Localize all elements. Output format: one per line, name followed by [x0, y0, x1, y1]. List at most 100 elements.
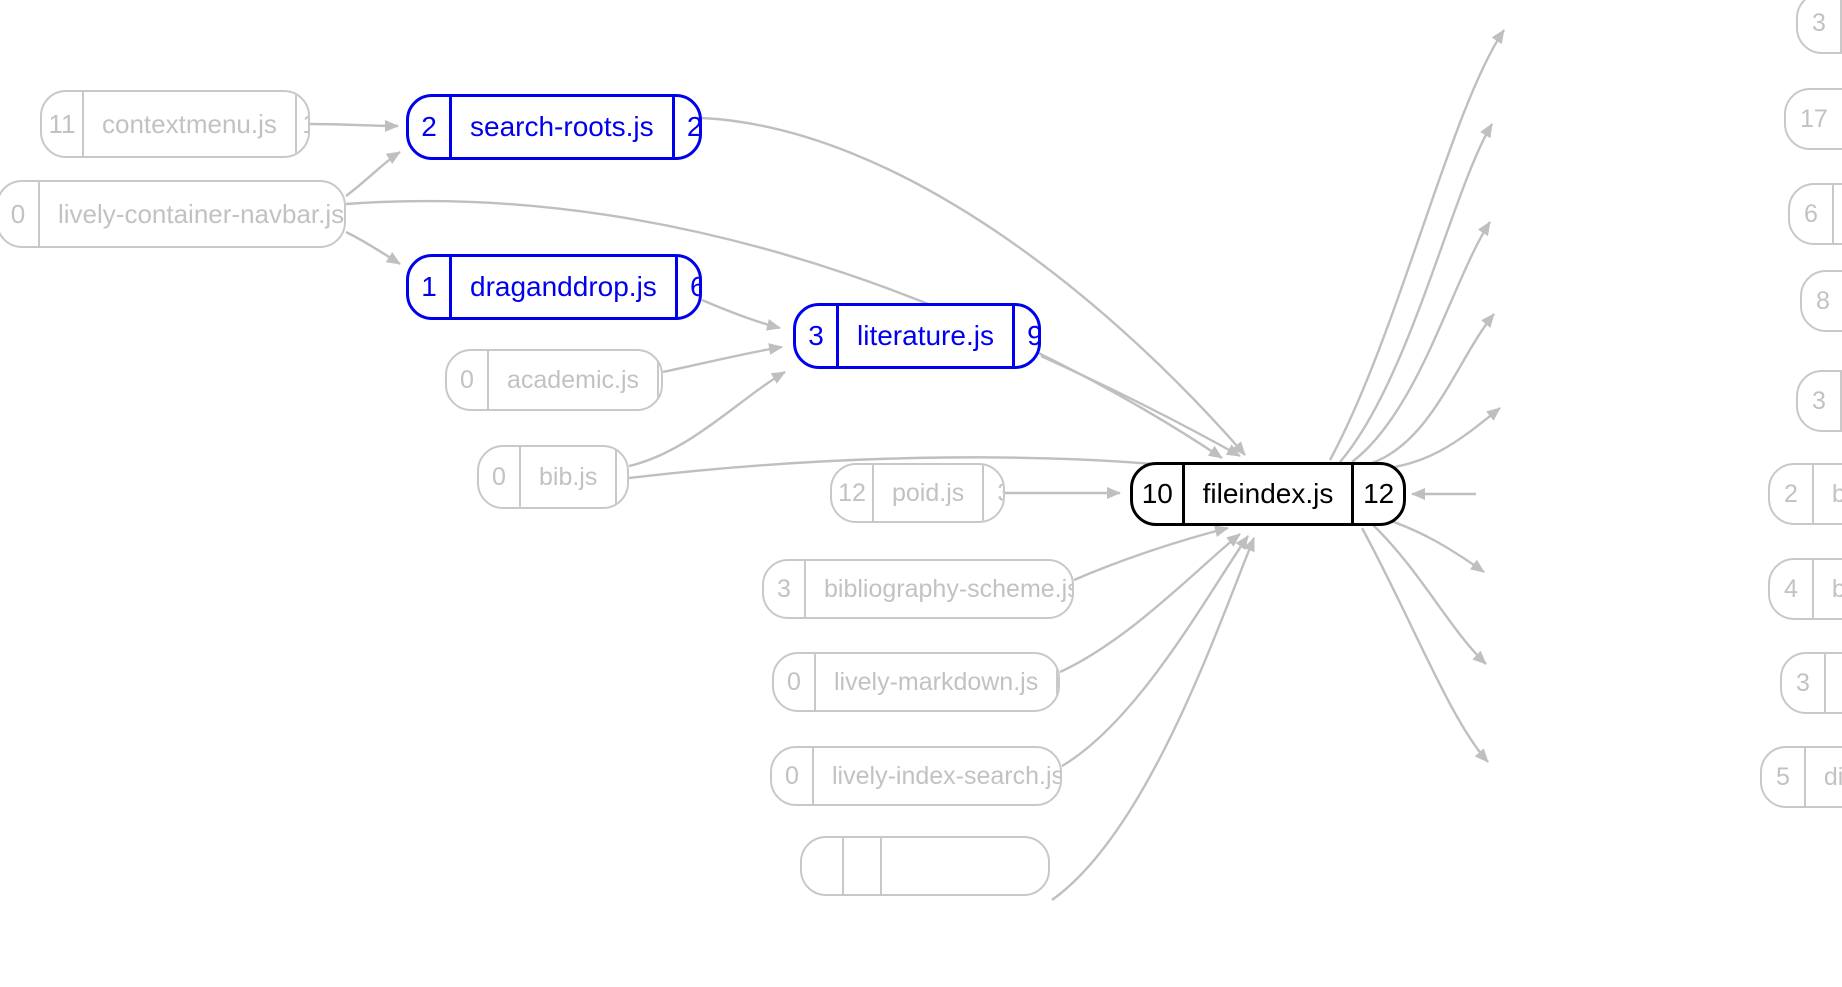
graph-node-right-3c-ma[interactable]: 3 ma [1780, 652, 1842, 714]
node-divider [1839, 372, 1842, 430]
graph-node-fileindex[interactable]: 10 fileindex.js 12 [1130, 462, 1406, 526]
node-out-degree: 15 [1058, 654, 1060, 710]
node-label: bib.js [539, 462, 598, 491]
node-label: diff-m [1823, 762, 1842, 791]
node-divider [1351, 465, 1355, 523]
graph-node-contextmenu[interactable]: 11 contextmenu.js 15 [40, 90, 310, 158]
node-in-degree: 5 [1776, 762, 1790, 791]
graph-node-right-5-diff[interactable]: 5 diff-m [1760, 746, 1842, 808]
node-in-degree [802, 838, 842, 894]
node-divider [836, 306, 839, 366]
edge-contextmenu-search-roots [309, 119, 399, 132]
node-divider [804, 561, 806, 617]
graph-node-right-2-bibl[interactable]: 2 bibl [1768, 463, 1842, 525]
edge-search-roots-fileindex [701, 116, 1246, 456]
node-divider [449, 97, 452, 157]
edge-fileindex-r8 [1361, 313, 1495, 468]
edge-fileindex-r3b [1371, 407, 1501, 472]
edge-indexsearch-fileindex [1061, 535, 1249, 768]
node-label: academic.js [507, 365, 639, 394]
node-out-degree: 4 [659, 351, 661, 409]
node-label: lively-markdown.js [834, 667, 1039, 696]
node-divider [1181, 465, 1185, 523]
node-label: bibliography-scheme.js [824, 574, 1074, 603]
node-divider [880, 838, 882, 894]
node-out-degree: 9 [1015, 306, 1038, 366]
graph-node-draganddrop[interactable]: 1 draganddrop.js 6 [406, 254, 702, 320]
node-divider [982, 465, 985, 521]
node-label: draganddrop.js [470, 271, 657, 302]
node-label [844, 838, 880, 894]
node-in-degree: 1 [421, 271, 437, 302]
node-divider [674, 257, 678, 317]
node-divider [812, 748, 814, 804]
node-in-degree: 6 [1804, 199, 1818, 228]
node-label: co [1834, 185, 1842, 243]
node-divider [1803, 748, 1806, 806]
node-in-degree: 11 [48, 108, 76, 139]
node-divider [38, 182, 40, 246]
node-divider [487, 351, 489, 409]
edge-navbar-search-roots [345, 150, 401, 197]
graph-node-lively-markdown[interactable]: 0 lively-markdown.js 15 [772, 652, 1060, 712]
node-label: literature.js [857, 320, 994, 351]
node-in-degree: 0 [460, 365, 474, 394]
graph-node-lively-index-search[interactable]: 0 lively-index-search.js 7 [770, 746, 1062, 806]
node-divider [1823, 654, 1826, 712]
graph-node-literature[interactable]: 3 literature.js 9 [793, 303, 1041, 369]
node-divider [1011, 306, 1015, 366]
edge-markdown-fileindex [1059, 533, 1241, 674]
node-label: fileindex.js [1202, 478, 1334, 509]
node-divider [671, 97, 675, 157]
edge-fileindex-r3c [1371, 523, 1487, 665]
node-divider [615, 447, 618, 507]
node-label: bibt [1814, 560, 1842, 618]
node-in-degree: 0 [10, 198, 26, 229]
node-in-degree: 3 [1812, 386, 1826, 415]
graph-node-poid[interactable]: 12 poid.js 3 [830, 463, 1005, 523]
node-divider [1811, 465, 1814, 523]
node-label: contextmenu.js [102, 108, 277, 139]
node-out-degree: 4 [617, 447, 627, 507]
graph-node-search-roots[interactable]: 2 search-roots.js 2 [406, 94, 702, 160]
edge-fileindex-r6 [1351, 221, 1492, 463]
node-out-degree: 15 [297, 92, 308, 156]
edge-fileindex-r3a [1328, 29, 1505, 461]
edge-academic-literature [662, 343, 783, 374]
edge-fileindex-r17 [1339, 123, 1494, 463]
graph-node-right-8[interactable]: 8 [1800, 270, 1842, 332]
edge-fileindex-r5 [1360, 527, 1489, 763]
node-divider [1839, 0, 1842, 52]
node-in-degree: 3 [1796, 668, 1810, 697]
node-in-degree: 8 [1816, 286, 1830, 315]
graph-node-right-4-bibt[interactable]: 4 bibt [1768, 558, 1842, 620]
node-divider [657, 351, 659, 409]
node-out-degree: 6 [678, 257, 699, 317]
edge-bottom-fileindex [1051, 537, 1256, 901]
edge-fileindex-r4 [1381, 516, 1485, 573]
graph-node-right-3b[interactable]: 3 [1796, 370, 1842, 432]
node-divider [872, 465, 874, 521]
graph-node-right-6[interactable]: 6 co [1788, 183, 1842, 245]
graph-node-bibliography-scheme[interactable]: 3 bibliography-scheme.js 5 [762, 559, 1074, 619]
node-label: lively-container-navbar.js [58, 198, 345, 229]
graph-node-right-17[interactable]: 17 [1784, 88, 1842, 150]
edge-bibscheme-fileindex [1073, 525, 1229, 582]
node-in-degree: 12 [838, 478, 866, 507]
node-in-degree: 0 [492, 462, 506, 491]
edge-literature-fileindex [1040, 354, 1241, 458]
graph-node-lively-container-navbar[interactable]: 0 lively-container-navbar.js 14 [0, 180, 346, 248]
node-label: poid.js [892, 478, 965, 507]
graph-node-academic[interactable]: 0 academic.js 4 [445, 349, 663, 411]
node-out-degree: 12 [1363, 478, 1395, 509]
node-in-degree: 17 [1800, 104, 1828, 133]
node-out-degree [882, 838, 922, 894]
graph-node-bottom-partial[interactable] [800, 836, 1050, 896]
node-divider [449, 257, 452, 317]
node-divider [1056, 654, 1058, 710]
graph-node-bib[interactable]: 0 bib.js 4 [477, 445, 629, 509]
graph-node-right-3a[interactable]: 3 [1796, 0, 1842, 54]
edge-navbar-draganddrop [345, 230, 401, 266]
node-divider [814, 654, 816, 710]
